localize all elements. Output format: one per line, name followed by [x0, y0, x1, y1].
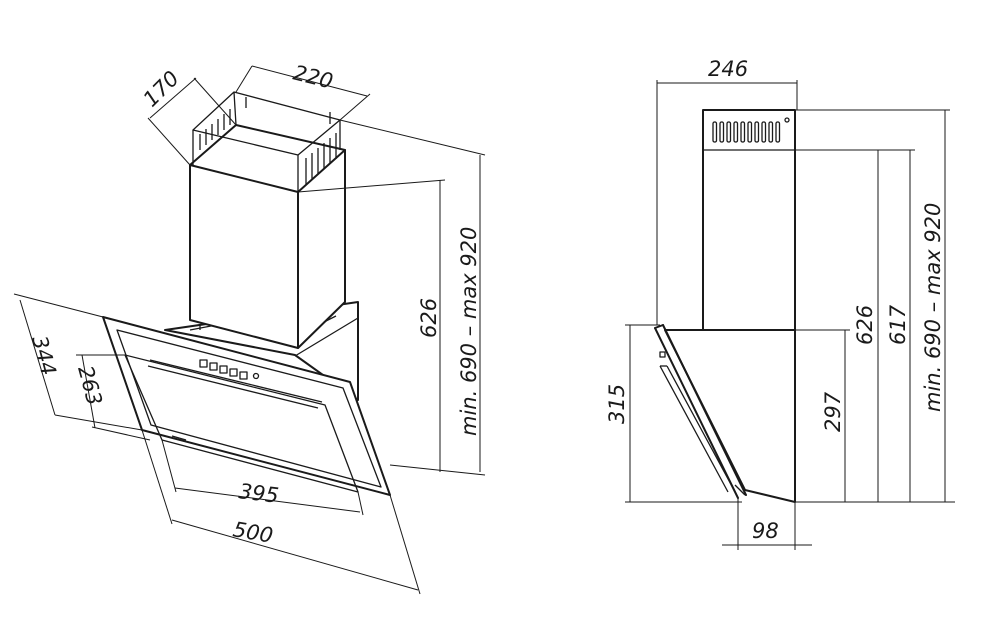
control-buttons [199, 359, 260, 380]
label-98: 98 [752, 519, 779, 543]
label-344: 344 [27, 333, 61, 378]
label-min-max-side: min. 690 – max 920 [921, 203, 945, 412]
side-vent-slots [712, 117, 790, 143]
dim-glass-width: 395 [161, 439, 364, 516]
label-170: 170 [139, 66, 184, 111]
isometric-view: 170 220 626 min. 690 – max 920 [13, 61, 486, 595]
label-220: 220 [291, 61, 336, 94]
glass-panel [102, 316, 391, 496]
side-canopy [654, 324, 796, 503]
vent-slots-front [199, 109, 231, 150]
label-min-max: min. 690 – max 920 [457, 227, 481, 436]
label-263: 263 [73, 363, 107, 408]
dim-canopy-height: 315 [605, 324, 742, 503]
side-chimney [702, 109, 796, 331]
dim-chimney-height: 626 min. 690 – max 920 [297, 119, 486, 476]
dim-chimney-width: 220 [235, 61, 371, 121]
chimney-box [189, 91, 346, 349]
dim-side-heights: 297 626 617 min. 690 – max 920 [795, 109, 955, 503]
dim-chimney-depth: 170 [139, 66, 237, 166]
label-395: 395 [237, 479, 280, 508]
label-246: 246 [708, 57, 748, 81]
dim-bottom-depth: 98 [722, 498, 812, 550]
label-500: 500 [231, 517, 275, 548]
label-315: 315 [605, 384, 629, 424]
side-view: 246 297 626 617 min. 690 – max 920 315 [605, 57, 955, 550]
dim-side-depth: 246 [656, 57, 798, 325]
label-617: 617 [886, 304, 910, 345]
label-626-side: 626 [853, 305, 877, 345]
label-297: 297 [821, 391, 845, 432]
vent-slots-side [305, 133, 337, 184]
label-626: 626 [417, 298, 441, 338]
